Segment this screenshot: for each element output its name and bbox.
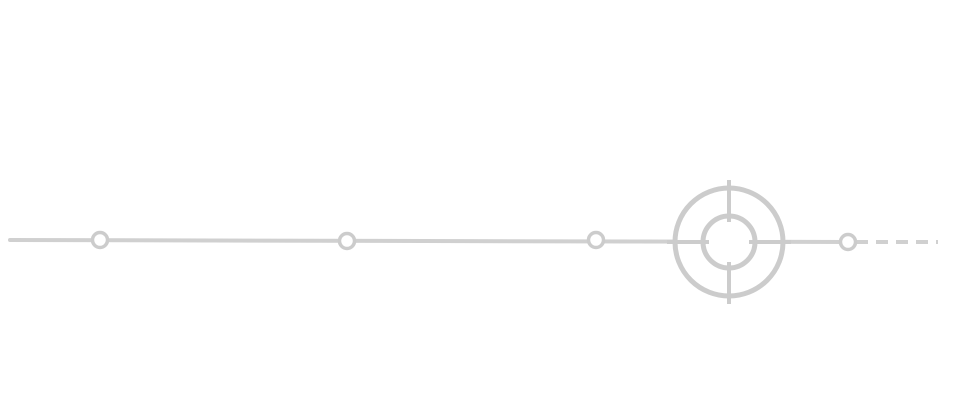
crosshair-target-icon (667, 180, 791, 304)
milestone-circle-icon (838, 232, 858, 252)
target-inner-ring (700, 213, 758, 271)
milestone-circle-icon (337, 231, 357, 251)
milestone-circle-icon (90, 230, 110, 250)
milestone-circle-icon (586, 230, 606, 250)
